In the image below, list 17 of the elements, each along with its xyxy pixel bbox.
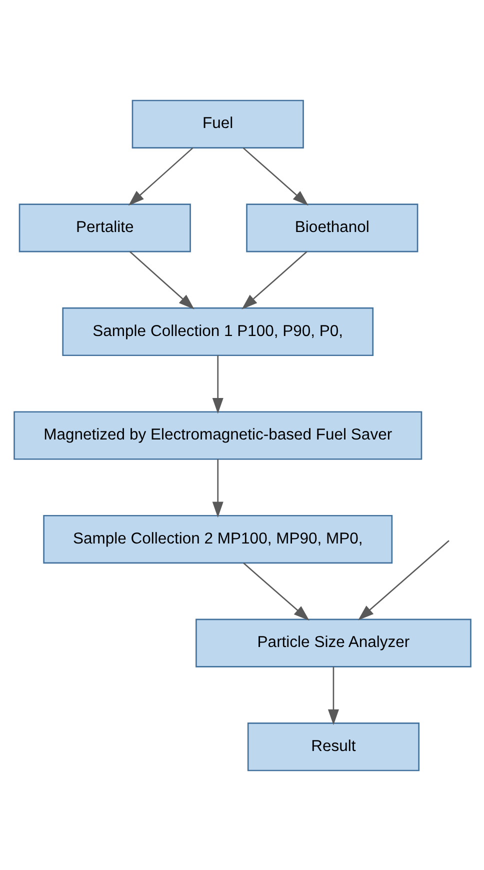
node-box: Pertalite — [18, 203, 190, 252]
node-box: Particle Size Analyzer — [195, 618, 471, 667]
arrow — [358, 540, 449, 620]
node-box: Result — [246, 722, 420, 771]
arrow — [242, 562, 309, 620]
node-box: Bioethanol — [246, 203, 418, 252]
arrow — [212, 458, 223, 518]
node-box: Magnetized by Electromagnetic-based Fuel Saver — [13, 410, 422, 460]
arrow — [327, 666, 338, 725]
node-box: Sample Collection 1 P100, P90, P0, — [62, 306, 374, 356]
node-box: Sample Collection 2 MP100, MP90, MP0, — [42, 514, 392, 564]
arrow — [241, 250, 307, 309]
arrow — [242, 146, 308, 206]
arrow — [129, 250, 194, 309]
arrow — [128, 146, 193, 206]
arrow — [212, 354, 223, 414]
node-box: Fuel — [131, 99, 304, 148]
